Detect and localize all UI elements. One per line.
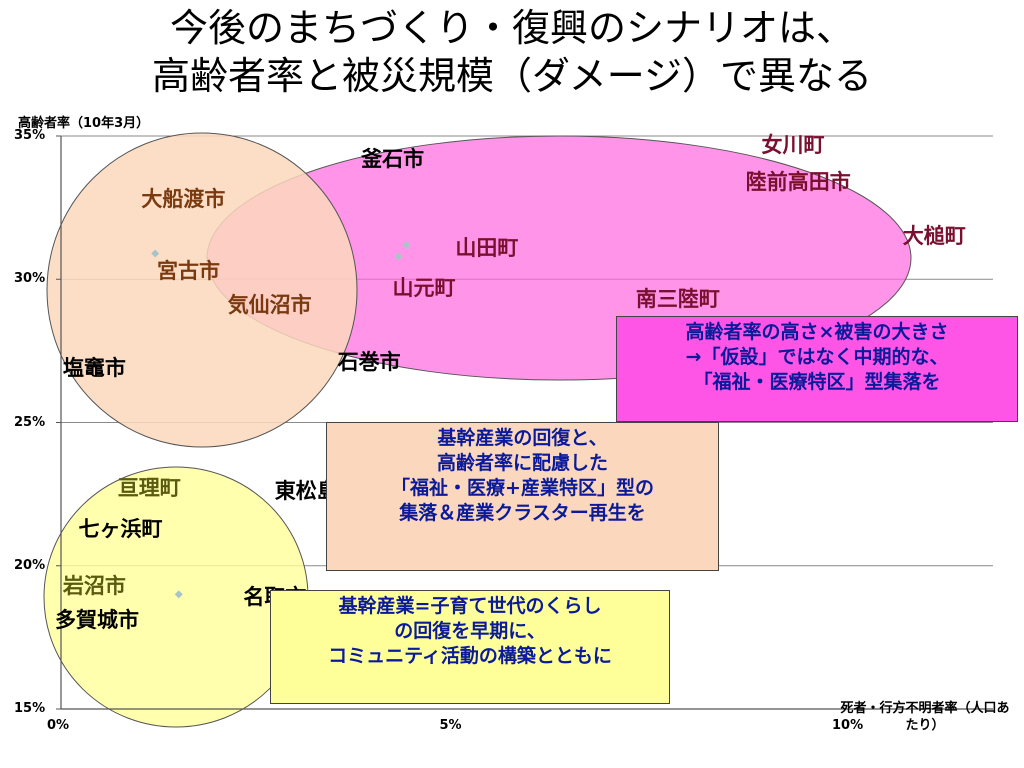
municipality-label: 山田町 [455, 235, 519, 260]
callout-line: 集落＆産業クラスター再生を [399, 502, 646, 524]
data-point [151, 249, 160, 258]
y-tick-label: 15% [14, 701, 46, 716]
axes [56, 135, 993, 710]
y-tick-label: 30% [14, 271, 46, 287]
callout-line: 「福祉・医療特区」型集落を [693, 371, 941, 393]
municipality-label: 大船渡市 [141, 187, 226, 212]
municipality-label: 多賀城市 [55, 608, 139, 633]
callout-line: 高齢者率に配慮した [436, 452, 608, 474]
municipality-label: 亘理町 [117, 476, 181, 501]
municipality-label: 大槌町 [902, 224, 966, 249]
callout-line: →「仮設」ではなく中期的な、 [685, 346, 949, 368]
callout-line: 「福祉・医療+産業特区」型の [391, 477, 654, 499]
y-axis-label: 高齢者率（10年3月） [18, 116, 150, 131]
page-title: 今後のまちづくり・復興のシナリオは、 高齢者率と被災規模（ダメージ）で異なる [0, 4, 1024, 100]
y-tick-label: 20% [14, 557, 46, 573]
municipality-label: 陸前高田市 [745, 169, 851, 194]
callout-box-pink: 高齢者率の高さ×被害の大きさ →「仮設」ではなく中期的な、「福祉・医療特区」型集落… [616, 316, 1018, 422]
title-line-2: 高齢者率と被災規模（ダメージ）で異なる [151, 54, 873, 98]
municipality-label: 南三陸町 [635, 287, 720, 312]
data-point [394, 252, 403, 261]
x-tick-label: 5% [439, 718, 462, 733]
callout-line: 基幹産業の回復と、 [437, 427, 608, 449]
municipality-label: 七ヶ浜町 [78, 516, 163, 541]
title-line-1: 今後のまちづくり・復興のシナリオは、 [169, 6, 854, 50]
y-tick-label: 25% [14, 414, 46, 430]
data-points [151, 240, 411, 599]
municipality-label: 釜石市 [361, 146, 425, 171]
municipality-label: 石巻市 [337, 350, 401, 375]
callout-line: 高齢者率の高さ×被害の大きさ [685, 321, 949, 343]
data-point [402, 240, 411, 249]
y-tick-label: 35% [14, 128, 46, 143]
mid-aging-ellipse [46, 132, 358, 448]
municipality-label: 塩竈市 [62, 356, 126, 381]
municipality-label: 女川町 [761, 132, 825, 157]
x-tick-label: 10% [832, 718, 864, 733]
callout-box-yellow: 基幹産業=子育て世代のくらしの回復を早期に、コミュニティ活動の構築とともに [270, 590, 670, 704]
callout-line: コミュニティ活動の構築とともに [328, 645, 612, 667]
callout-line: 基幹産業=子育て世代のくらし [338, 595, 602, 617]
x-tick-label: 0% [47, 718, 70, 733]
municipality-label: 気仙沼市 [227, 293, 312, 318]
municipality-label: 岩沼市 [62, 573, 126, 598]
municipality-label: 宮古市 [157, 258, 221, 283]
callout-line: の回復を早期に、 [394, 620, 546, 642]
data-point [174, 590, 183, 599]
callout-box-peach: 基幹産業の回復と、高齢者率に配慮した「福祉・医療+産業特区」型の集落＆産業クラス… [326, 422, 719, 571]
municipality-label: 山元町 [392, 275, 456, 300]
x-axis-label: 死者・行方不明者率（人口あたり） [840, 701, 1010, 733]
